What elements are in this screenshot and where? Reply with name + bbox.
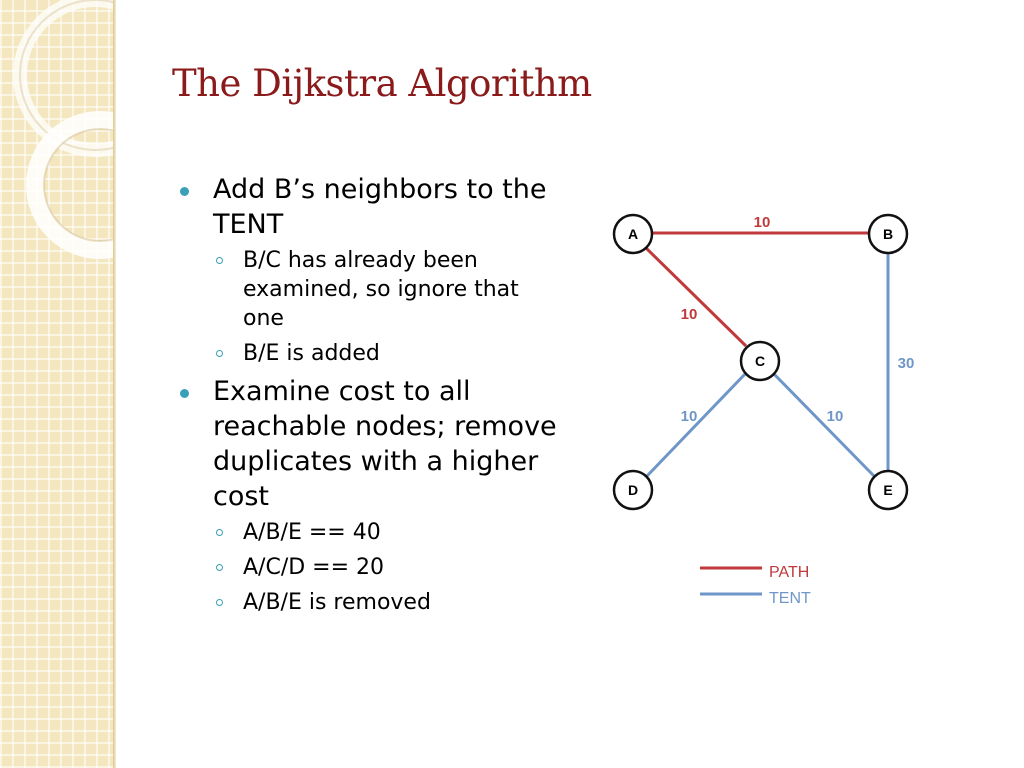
sub-bullet-ring-icon — [216, 350, 223, 357]
legend: PATH TENT — [700, 564, 811, 607]
sub-bullet-text: A/B/E is removed — [243, 590, 431, 615]
edge-c-d — [645, 371, 748, 478]
edge-weight-a-b: 10 — [754, 214, 771, 231]
sub-bullet-item: B/C has already been examined, so ignore… — [180, 246, 560, 333]
bullet-item: Add B’s neighbors to the TENT — [180, 172, 560, 242]
bullet-dot-icon — [180, 389, 189, 398]
node-b-label: B — [883, 226, 893, 242]
node-a: A — [612, 213, 654, 255]
sub-bullet-item: B/E is added — [180, 339, 560, 368]
edge-weight-a-c: 10 — [681, 306, 698, 323]
node-e: E — [867, 469, 909, 511]
sub-bullet-text: B/C has already been examined, so ignore… — [243, 248, 519, 331]
bullet-item: Examine cost to all reachable nodes; rem… — [180, 374, 560, 514]
decorative-sidebar — [0, 0, 113, 768]
sub-bullet-text: B/E is added — [243, 341, 380, 366]
edge-weight-b-e: 30 — [898, 355, 915, 372]
edge-c-e — [771, 371, 876, 478]
sub-bullet-text: A/B/E == 40 — [243, 520, 381, 545]
bullet-dot-icon — [180, 187, 189, 196]
bullet-text: Add B’s neighbors to the TENT — [213, 174, 547, 240]
slide-title: The Dijkstra Algorithm — [172, 62, 592, 105]
sub-bullet-ring-icon — [216, 529, 223, 536]
sub-bullet-ring-icon — [216, 257, 223, 264]
node-e-label: E — [883, 482, 892, 498]
node-d-label: D — [628, 482, 638, 498]
node-c-label: C — [755, 353, 765, 369]
bullet-list: Add B’s neighbors to the TENT B/C has al… — [180, 172, 560, 623]
sub-bullet-ring-icon — [216, 564, 223, 571]
edge-a-c — [643, 245, 748, 348]
legend-path-label: PATH — [769, 564, 809, 581]
sub-bullet-item: A/B/E == 40 — [180, 518, 560, 547]
sub-bullet-text: A/C/D == 20 — [243, 555, 385, 580]
legend-tent-label: TENT — [769, 590, 811, 607]
sub-bullet-item: A/B/E is removed — [180, 588, 560, 617]
node-b: B — [867, 213, 909, 255]
node-a-label: A — [628, 226, 638, 242]
edge-weight-c-d: 10 — [681, 408, 698, 425]
edge-weight-c-e: 10 — [827, 408, 844, 425]
node-c: C — [739, 340, 781, 382]
sub-bullet-item: A/C/D == 20 — [180, 553, 560, 582]
sub-bullet-ring-icon — [216, 599, 223, 606]
sidebar-edge — [113, 0, 116, 768]
decorative-circles — [13, 0, 113, 259]
bullet-text: Examine cost to all reachable nodes; rem… — [213, 376, 557, 512]
node-d: D — [612, 469, 654, 511]
